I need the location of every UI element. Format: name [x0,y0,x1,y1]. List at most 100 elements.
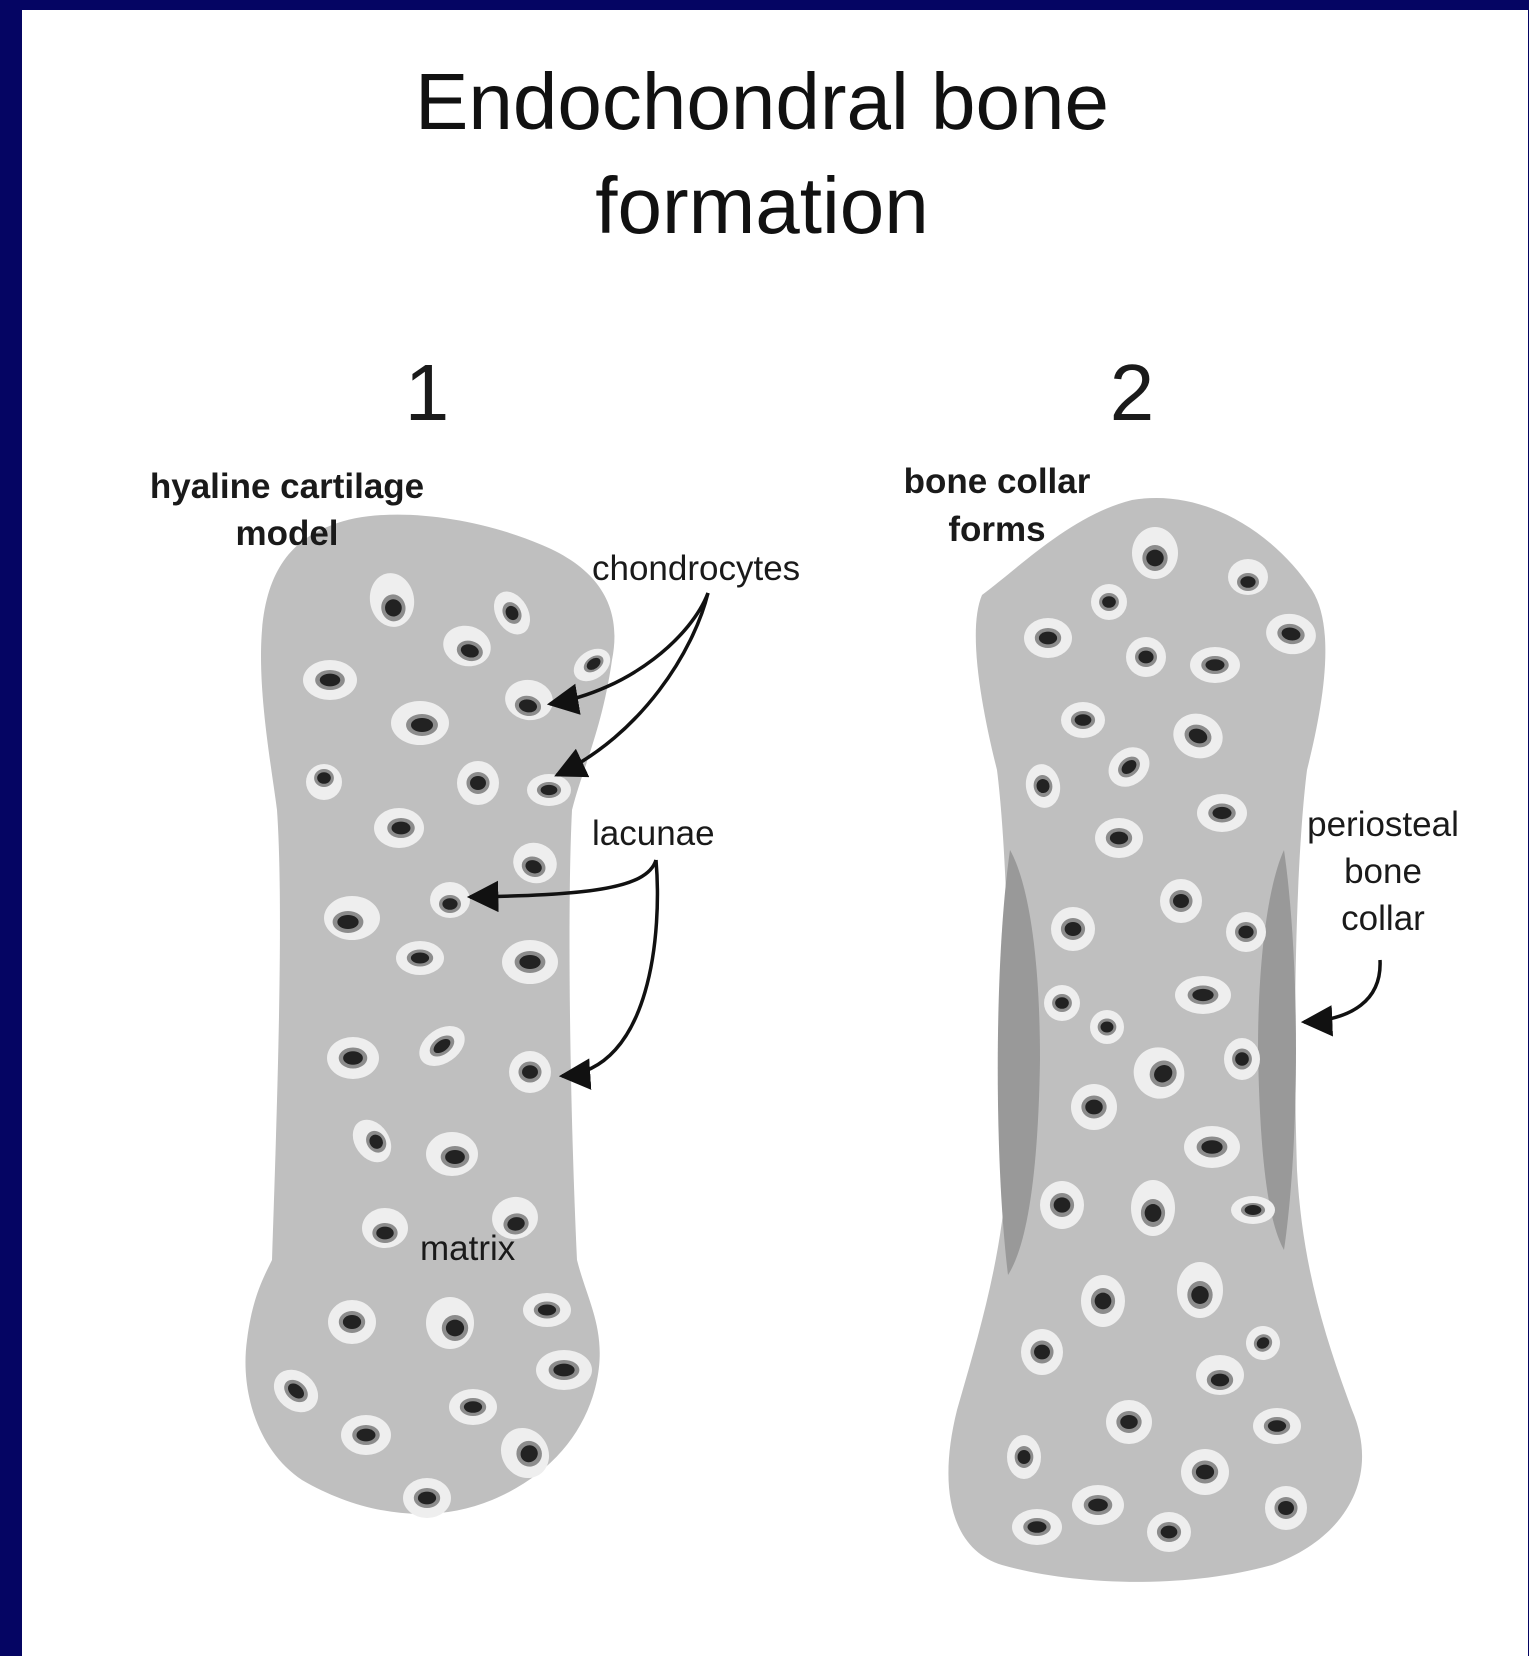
stage-1-cell [324,896,380,940]
stage-2-cell [1190,647,1240,683]
chondrocyte-nucleus [1088,1499,1108,1512]
stage-2-cell [1253,1408,1301,1444]
stage-2-cell [1040,1181,1084,1229]
chondrocyte-nucleus [464,1401,482,1413]
chondrocyte-nucleus [446,1320,464,1337]
stage-2-cell [1021,1329,1063,1375]
stage-1-cell [502,940,558,984]
stage-1-cell [306,764,342,800]
chondrocyte-nucleus [1191,1286,1208,1304]
stage-2-cell [1090,1010,1124,1044]
stage-1-cell [396,941,444,975]
stage-1-cell [527,774,571,806]
stage-2-cell [1061,702,1105,738]
bone-formation-diagram: 1 2 hyaline cartilage model chondrocytes… [22,10,1528,1656]
stage-2-cell [1081,1275,1125,1327]
stage-1-cell [327,1037,379,1079]
chondrocyte-nucleus [1213,807,1232,819]
chondrocyte-nucleus [522,1065,538,1078]
stage-2-cell [1071,1084,1117,1130]
chondrocyte-nucleus [1101,1022,1114,1033]
stage-1-cell [457,761,499,805]
chondrocyte-nucleus [418,1492,436,1505]
stage-2-cell [1196,1355,1244,1395]
matrix-label: matrix [420,1229,516,1268]
periosteal-bone-collar-label-line-2: bone [1344,852,1422,891]
stage-1-cell [449,1389,497,1425]
chondrocyte-nucleus [1268,1420,1286,1432]
stage-2-cell [1226,912,1266,952]
chondrocyte-nucleus [1028,1521,1047,1533]
chondrocyte-nucleus [1206,659,1225,671]
chondrocyte-nucleus [392,822,411,835]
chondrocyte-nucleus [376,1227,393,1240]
chondrocyte-nucleus [1102,596,1116,608]
bone-collar-arrow [1304,960,1380,1022]
chondrocyte-nucleus [1201,1140,1222,1153]
stage-1-cell [403,1478,451,1518]
chondrocyte-nucleus [1173,894,1189,908]
stage-2-cell [1091,584,1127,620]
stage-1-cell [426,1297,474,1349]
stage-2-number: 2 [1110,348,1155,437]
stage-2-cell [1132,527,1178,579]
lacunae-label: lacunae [592,814,715,853]
chondrocyte-nucleus [1240,576,1255,588]
chondrocyte-nucleus [1192,989,1213,1001]
chondrocyte-nucleus [337,915,358,929]
chondrocyte-nucleus [1018,1450,1031,1464]
chondrocyte-nucleus [1238,926,1253,939]
stage-2-cell [1224,1038,1260,1080]
chondrocyte-nucleus [1138,651,1153,664]
chondrocyte-nucleus [442,898,457,910]
chondrocyte-nucleus [1278,1501,1294,1515]
stage-1-number: 1 [405,348,450,437]
stage-2-cell [1007,1435,1041,1479]
chondrocyte-nucleus [1235,1052,1249,1065]
stage-2-bone-collar-model [948,498,1362,1582]
chondrocyte-nucleus [519,955,540,969]
chondrocyte-nucleus [1146,550,1163,567]
chondrocyte-nucleus [357,1429,376,1442]
stage-2-cell [1181,1449,1229,1495]
slide: Endochondral bone formation 1 2 hyaline … [22,10,1528,1656]
stage-1-heading-line-2: model [235,514,338,553]
stage-1-cell [536,1350,592,1390]
stage-2-cell [1012,1509,1062,1545]
stage-1-cell [523,1293,571,1327]
stage-1-cell [391,701,449,745]
stage-2-cell [1072,1485,1124,1525]
chondrocyte-nucleus [320,674,341,687]
stage-2-cell [1197,794,1247,832]
stage-2-cell [1051,907,1095,951]
chondrocyte-nucleus [1211,1374,1229,1387]
stage-2-cell [1106,1400,1152,1444]
stage-1-cell [426,1132,478,1176]
stage-1-cell [362,1208,408,1248]
stage-2-cell [1231,1196,1275,1224]
stage-2-cell [1126,637,1166,677]
stage-1-cell [328,1300,376,1344]
stage-2-cell [1147,1512,1191,1552]
chondrocyte-nucleus [1034,1345,1050,1360]
stage-1-cell [509,1051,551,1093]
chondrocyte-nucleus [1145,1204,1162,1222]
stage-2-cell [1160,879,1202,923]
chondrocyte-nucleus [411,718,433,732]
chondrocyte-nucleus [411,953,429,964]
chondrocytes-label: chondrocytes [592,549,800,588]
stage-1-cell [341,1415,391,1455]
chondrocyte-nucleus [1065,922,1082,936]
stage-2-cell [1175,976,1231,1014]
stage-2-heading-line-2: forms [948,510,1045,549]
chondrocyte-nucleus [541,785,558,795]
chondrocyte-nucleus [1161,1526,1178,1539]
chondrocyte-nucleus [317,772,331,784]
chondrocyte-nucleus [538,1305,556,1316]
chondrocyte-nucleus [470,776,486,790]
stage-1-cell [430,882,470,918]
stage-2-heading-line-1: bone collar [904,462,1091,501]
stage-1-cell [374,808,424,848]
chondrocyte-nucleus [1120,1415,1137,1429]
stage-1-heading-line-1: hyaline cartilage [150,467,424,506]
